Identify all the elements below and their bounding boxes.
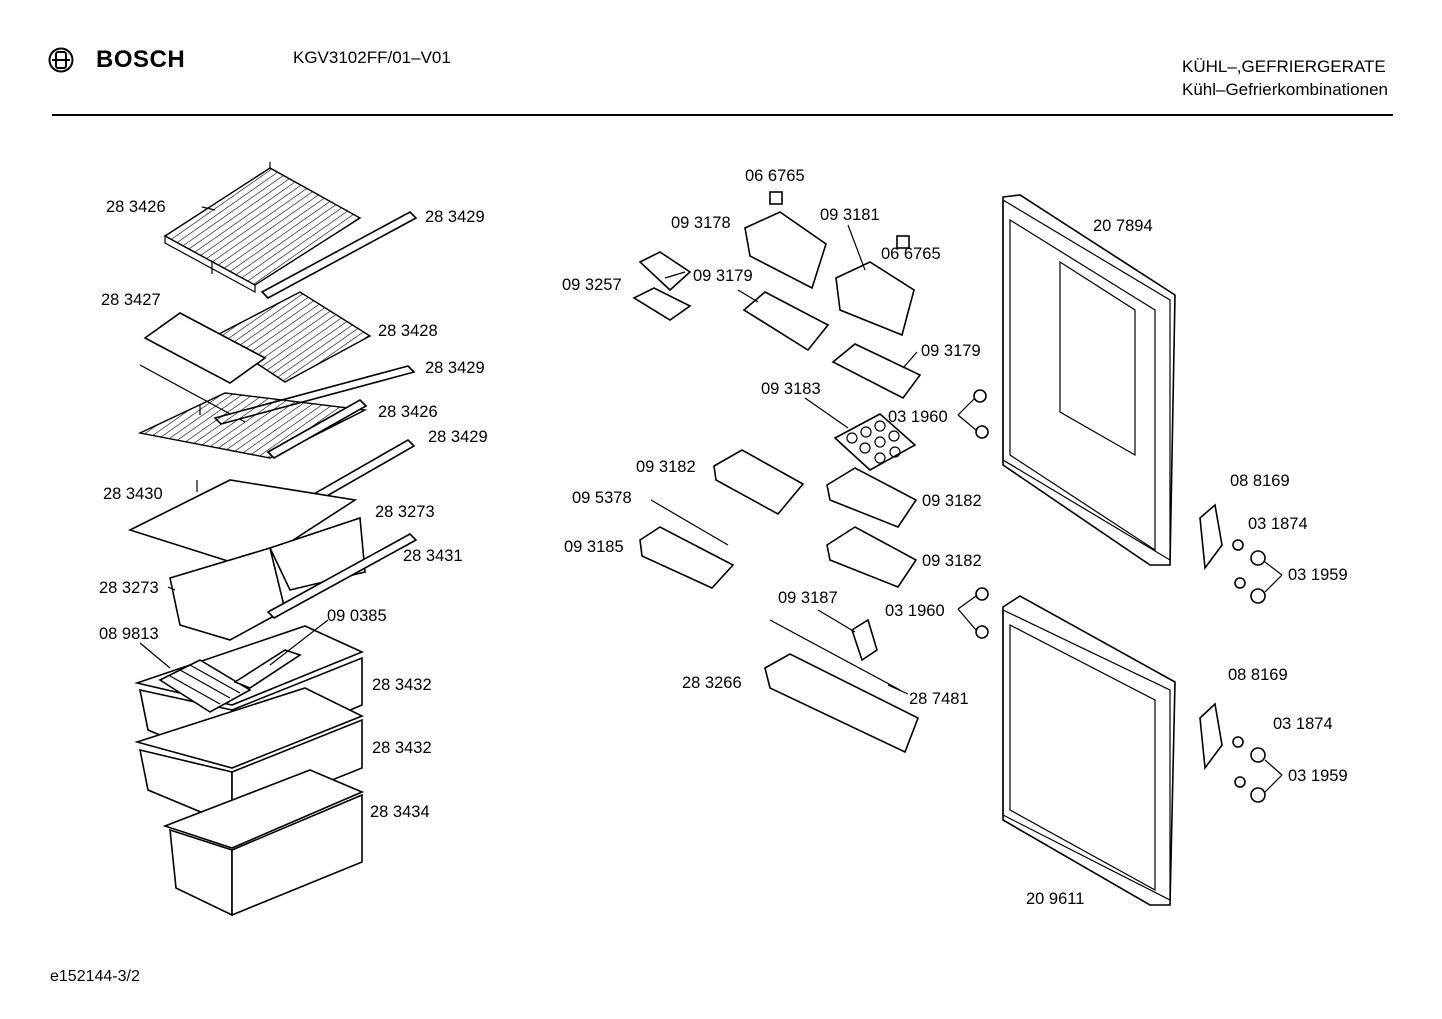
part-label: 28 3266 [682, 674, 742, 692]
lower-hinge-fasteners [1232, 736, 1283, 803]
door-screws-lower [957, 587, 989, 639]
part-label: 08 8169 [1228, 666, 1288, 684]
part-label: 28 3429 [428, 428, 488, 446]
part-label: 28 3428 [378, 322, 438, 340]
butter-compartment-lid-right [835, 261, 915, 337]
bottle-rack-rod [769, 619, 901, 691]
leader-lines-center [664, 224, 918, 695]
lower-hinge-bracket [1199, 702, 1223, 771]
part-label: 03 1960 [885, 602, 945, 620]
part-label: 09 3182 [922, 492, 982, 510]
part-label: 03 1959 [1288, 767, 1348, 785]
part-label: 03 1874 [1248, 515, 1308, 533]
freezer-door [1002, 595, 1176, 906]
upper-hinge-fasteners [1232, 539, 1283, 604]
bottle-door-shelf [764, 653, 920, 754]
door-bin-small-left [639, 526, 735, 589]
part-label: 03 1959 [1288, 566, 1348, 584]
category-title: KÜHL–,GEFRIERGERATE [1181, 57, 1386, 76]
part-label: 28 3434 [370, 803, 430, 821]
fridge-door [1002, 194, 1176, 566]
part-label: 20 7894 [1093, 217, 1153, 235]
upper-hinge-bracket [1199, 503, 1223, 571]
category-subtitle: Kühl–Gefrierkombinationen [1181, 80, 1388, 99]
crisper-drawer-left [169, 546, 286, 641]
shelf-trim-strip-1 [260, 211, 418, 299]
door-bin-right-2 [826, 526, 918, 588]
door-bin-left [713, 449, 805, 516]
glass-shelf-lower [137, 392, 368, 492]
part-label: 03 1960 [888, 408, 948, 426]
part-label: 28 3432 [372, 739, 432, 757]
part-label: 09 3257 [562, 276, 622, 294]
part-label: 09 3178 [671, 214, 731, 232]
door-shelf-small-2 [831, 343, 922, 400]
part-label: 08 8169 [1230, 472, 1290, 490]
door-shelf-small-1 [742, 291, 830, 352]
part-label: 28 7481 [909, 690, 969, 708]
part-label: 28 3429 [425, 208, 485, 226]
part-label: 09 3187 [778, 589, 838, 607]
part-label: 06 6765 [881, 245, 941, 263]
header-divider [52, 114, 1393, 116]
hinge-screw-2 [896, 235, 910, 249]
glass-shelf-top [163, 162, 362, 294]
part-label: 28 3431 [403, 547, 463, 565]
egg-tray [833, 413, 917, 471]
bosch-armature-icon [48, 47, 74, 73]
door-screws-upper [957, 389, 989, 439]
part-label: 28 3273 [375, 503, 435, 521]
part-label: 28 3426 [378, 403, 438, 421]
part-label: 09 3182 [636, 458, 696, 476]
part-label: 09 3183 [761, 380, 821, 398]
part-label: 28 3429 [425, 359, 485, 377]
leader-lines-left [139, 206, 329, 669]
door-bin-right-1 [826, 467, 918, 528]
part-label: 28 3427 [101, 291, 161, 309]
part-label: 28 3430 [103, 485, 163, 503]
part-label: 28 3426 [106, 198, 166, 216]
drawing-reference: e152144-3/2 [50, 968, 140, 985]
part-label: 09 3179 [921, 342, 981, 360]
part-label: 08 9813 [99, 625, 159, 643]
ice-scoop [233, 649, 302, 689]
part-label: 09 3185 [564, 538, 624, 556]
part-label: 06 6765 [745, 167, 805, 185]
brand-name: BOSCH [96, 46, 186, 73]
model-number: KGV3102FF/01–V01 [293, 48, 451, 67]
part-label: 09 0385 [327, 607, 387, 625]
part-label: 09 3182 [922, 552, 982, 570]
ice-cube-tray [158, 659, 252, 713]
freezer-drawer-3 [162, 769, 365, 917]
shelf-trim-strip-4 [266, 533, 418, 619]
part-label: 28 3273 [99, 579, 159, 597]
category-block: KÜHL–,GEFRIERGERATE Kühl–Gefrierkombinat… [1182, 55, 1388, 101]
part-label: 09 3179 [693, 267, 753, 285]
butter-compartment-lid-left [744, 211, 827, 290]
part-label: 03 1874 [1273, 715, 1333, 733]
part-label: 20 9611 [1026, 890, 1084, 908]
crisper-cover-plate [127, 479, 358, 569]
bottle-retainer-rod [650, 499, 729, 546]
egg-compartment-cover [632, 251, 692, 321]
butter-compartment-hinge-cap [769, 191, 783, 205]
part-label: 09 5378 [572, 489, 632, 507]
bottle-rack-clip [851, 618, 878, 662]
brand-logo: BOSCH [48, 46, 185, 74]
part-label: 09 3181 [820, 206, 880, 224]
part-label: 28 3432 [372, 676, 432, 694]
